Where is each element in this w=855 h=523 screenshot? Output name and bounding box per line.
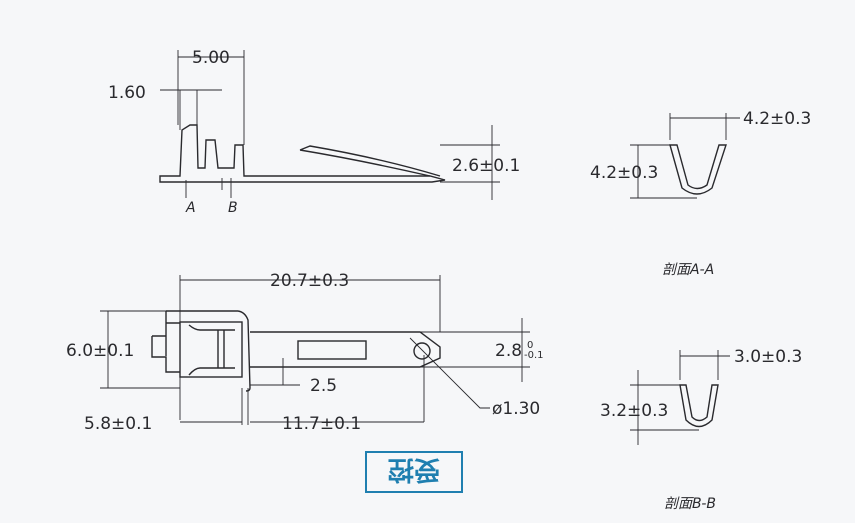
dim-bb-width: 3.0±0.3 [734,347,802,367]
dim-hole-diameter: ø1.30 [492,399,540,419]
dim-tab-width: 2.8 [495,341,522,361]
dim-overall-length: 20.7±0.3 [270,271,349,291]
section-b-b: 3.0±0.3 3.2±0.3 剖面B-B [600,347,802,512]
dim-2-6: 2.6±0.1 [452,156,520,176]
dim-hole-position: 11.7±0.1 [282,414,361,434]
dim-slot-offset: 2.5 [310,376,337,396]
dim-aa-width: 4.2±0.3 [743,109,811,129]
dim-bb-height: 3.2±0.3 [600,401,668,421]
section-a-a: 4.2±0.3 4.2±0.3 剖面A-A [590,109,811,278]
top-view: 20.7±0.3 6.0±0.1 2.8 0 -0.1 2.5 ø1.30 5.… [66,271,544,434]
section-mark-a: A [185,200,196,216]
section-mark-b: B [228,200,238,216]
dim-1-60: 1.60 [108,83,146,103]
section-bb-title: 剖面B-B [664,496,716,512]
controlled-stamp: 受控 [365,451,463,493]
section-aa-title: 剖面A-A [662,262,714,278]
dim-aa-height: 4.2±0.3 [590,163,658,183]
stamp-text: 受控 [388,454,441,485]
dim-width: 6.0±0.1 [66,341,134,361]
dim-5-00: 5.00 [192,48,230,68]
dim-tab-tol-lower: -0.1 [524,350,544,361]
side-view: 5.00 1.60 2.6±0.1 A B [108,48,520,216]
dim-tab-tol-upper: 0 [527,340,533,351]
dim-crimp-length: 5.8±0.1 [84,414,152,434]
